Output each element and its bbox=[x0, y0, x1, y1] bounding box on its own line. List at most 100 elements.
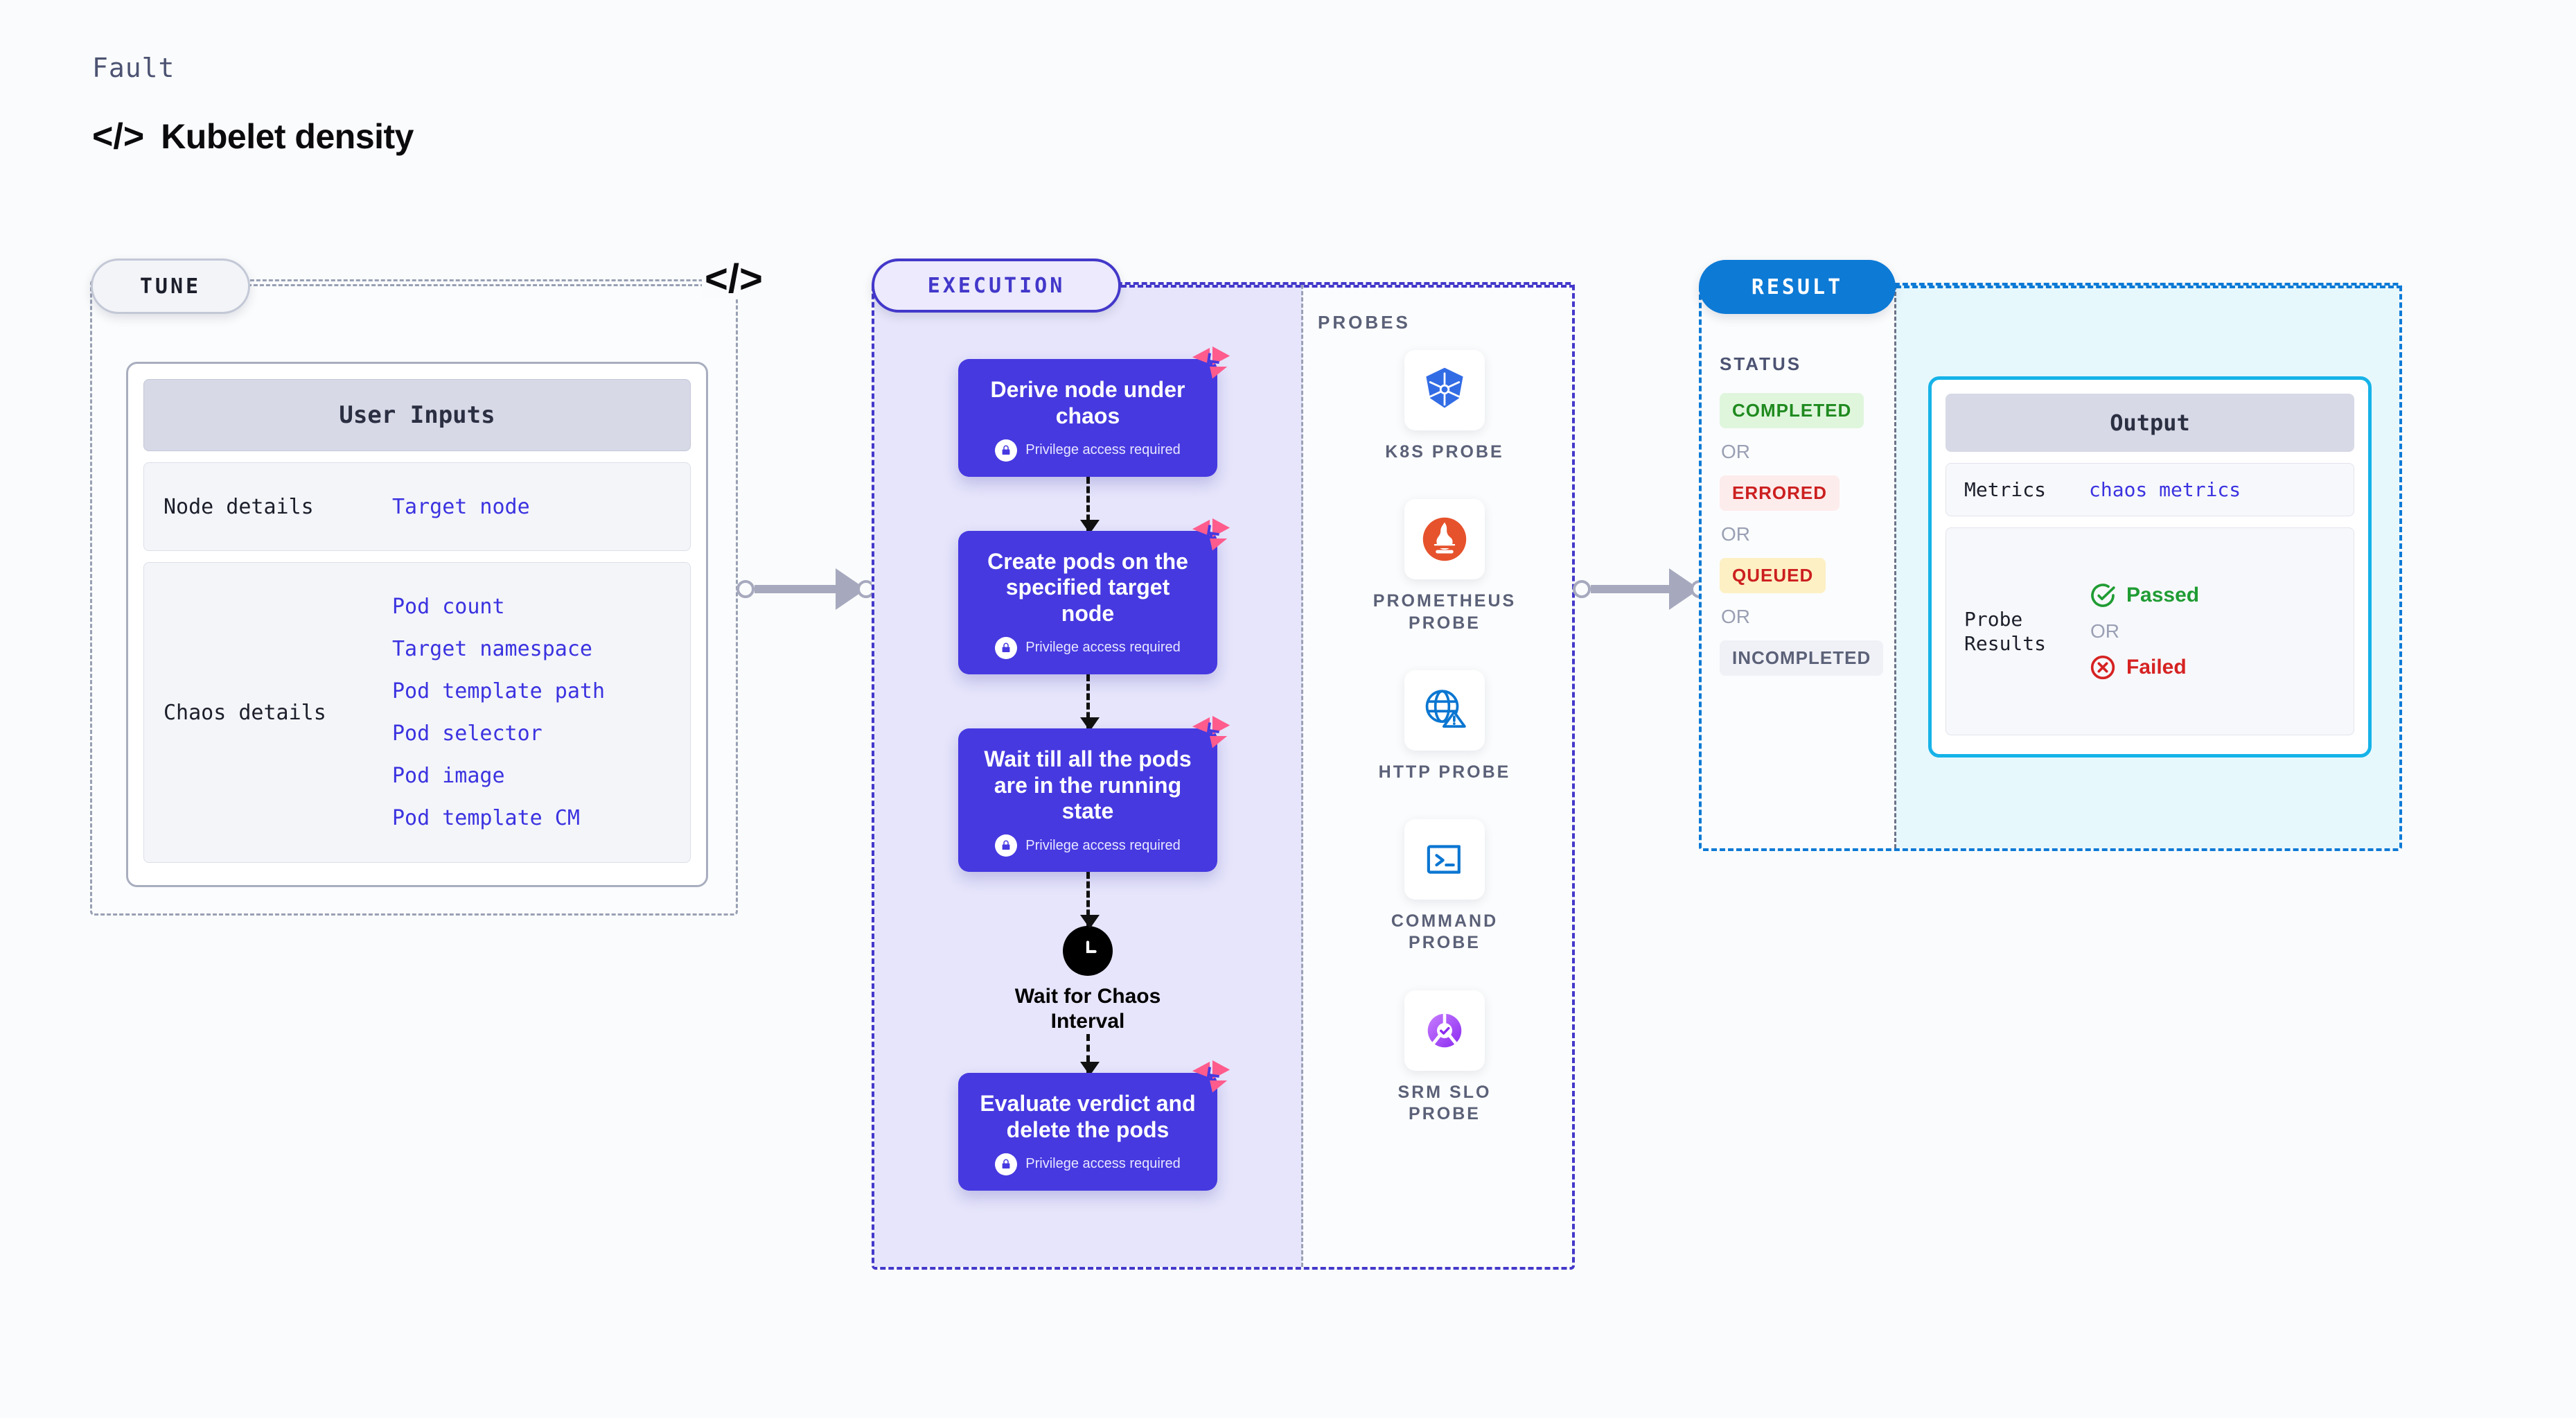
execution-step-flow: Derive node under chaos Privilege access… bbox=[949, 346, 1230, 1191]
terminal-icon bbox=[1404, 819, 1485, 900]
kubernetes-icon bbox=[1404, 350, 1485, 430]
metrics-label: Metrics bbox=[1964, 478, 2047, 501]
execution-top-dashed-line bbox=[1121, 285, 1575, 288]
output-header: Output bbox=[1946, 394, 2354, 452]
probes-section-title: PROBES bbox=[1318, 312, 1411, 333]
status-column: STATUS COMPLETED OR ERRORED OR QUEUED OR… bbox=[1720, 353, 1886, 676]
tune-code-icon: </> bbox=[702, 259, 766, 299]
probe-label: HTTP PROBE bbox=[1378, 762, 1511, 782]
chaos-details-values: Pod count Target namespace Pod template … bbox=[392, 595, 605, 830]
probe-results-values: Passed OR Failed bbox=[2089, 581, 2199, 681]
probe-item-http[interactable]: HTTP PROBE bbox=[1368, 669, 1521, 783]
probes-column-divider bbox=[1301, 285, 1303, 1267]
chaos-details-row: Chaos details Pod count Target namespace… bbox=[143, 562, 691, 863]
output-metrics-row: Metrics chaos metrics bbox=[1946, 463, 2354, 516]
step-card-derive-node[interactable]: Derive node under chaos Privilege access… bbox=[958, 346, 1230, 477]
harness-logo-icon bbox=[1192, 1060, 1230, 1093]
result-top-dashed-line bbox=[1896, 286, 2402, 288]
output-probe-results-row: Probe Results Passed OR Failed bbox=[1946, 527, 2354, 735]
status-badge-errored: ERRORED bbox=[1720, 475, 1840, 511]
connector-line bbox=[755, 585, 836, 593]
lock-icon bbox=[995, 636, 1018, 659]
clock-icon bbox=[1063, 926, 1113, 976]
page-title-row: </> Kubelet density bbox=[92, 116, 414, 157]
flow-arrow bbox=[1079, 476, 1100, 534]
result-column-divider bbox=[1894, 286, 1896, 848]
step-privilege-note: Privilege access required bbox=[978, 1153, 1198, 1175]
flow-arrow bbox=[1079, 1034, 1100, 1076]
input-pod-selector[interactable]: Pod selector bbox=[392, 721, 542, 746]
prometheus-icon bbox=[1404, 499, 1485, 580]
probes-list: K8S PROBE PROMETHEUS PROBE bbox=[1368, 350, 1521, 1125]
probe-item-prometheus[interactable]: PROMETHEUS PROBE bbox=[1368, 499, 1521, 634]
tune-top-dashed-line bbox=[247, 284, 705, 286]
input-target-node[interactable]: Target node bbox=[392, 494, 530, 519]
connector-execution-to-result bbox=[1573, 568, 1709, 610]
step-title: Derive node under chaos bbox=[990, 377, 1185, 428]
status-badge-queued: QUEUED bbox=[1720, 558, 1826, 593]
metrics-value[interactable]: chaos metrics bbox=[2089, 478, 2241, 501]
privilege-label: Privilege access required bbox=[1025, 640, 1181, 656]
execution-pill-label: EXECUTION bbox=[872, 259, 1121, 313]
step-card-create-pods[interactable]: Create pods on the specified target node… bbox=[958, 518, 1230, 674]
step-title: Create pods on the specified target node bbox=[987, 548, 1188, 627]
connector-start-dot bbox=[736, 580, 755, 598]
verdict-passed: Passed bbox=[2089, 581, 2199, 609]
passed-label: Passed bbox=[2126, 584, 2200, 606]
step-card-wait-pods-running[interactable]: Wait till all the pods are in the runnin… bbox=[958, 715, 1230, 872]
privilege-label: Privilege access required bbox=[1025, 1156, 1181, 1171]
connector-line bbox=[1591, 585, 1669, 593]
or-separator: OR bbox=[1721, 606, 1750, 627]
connector-start-dot bbox=[1573, 580, 1591, 598]
privilege-label: Privilege access required bbox=[1025, 442, 1181, 457]
probe-label: SRM SLO PROBE bbox=[1397, 1082, 1492, 1123]
harness-logo-icon bbox=[1192, 715, 1230, 749]
output-card: Output Metrics chaos metrics Probe Resul… bbox=[1928, 376, 2372, 758]
wait-for-chaos-interval-node: Wait for Chaos Interval bbox=[998, 926, 1178, 1034]
user-inputs-card: User Inputs Node details Target node Cha… bbox=[126, 362, 708, 887]
status-title: STATUS bbox=[1720, 353, 1802, 374]
failed-label: Failed bbox=[2126, 656, 2187, 679]
step-privilege-note: Privilege access required bbox=[978, 834, 1198, 857]
check-circle-icon bbox=[2091, 584, 2115, 607]
page-title: Kubelet density bbox=[161, 117, 414, 156]
result-pill-label: RESULT bbox=[1699, 260, 1896, 314]
input-pod-count[interactable]: Pod count bbox=[392, 595, 505, 619]
node-details-label: Node details bbox=[164, 494, 314, 519]
lock-icon bbox=[995, 834, 1018, 857]
connector-tune-to-execution bbox=[736, 568, 875, 610]
step-title: Wait till all the pods are in the runnin… bbox=[984, 746, 1192, 824]
probe-results-label: Probe Results bbox=[1964, 608, 2047, 655]
globe-warning-icon bbox=[1404, 669, 1485, 751]
probe-item-k8s[interactable]: K8S PROBE bbox=[1368, 350, 1521, 463]
or-separator: OR bbox=[2090, 620, 2119, 642]
probe-item-srm-slo[interactable]: SRM SLO PROBE bbox=[1368, 990, 1521, 1126]
probe-item-command[interactable]: COMMAND PROBE bbox=[1368, 819, 1521, 954]
lock-icon bbox=[995, 439, 1018, 462]
input-target-namespace[interactable]: Target namespace bbox=[392, 637, 592, 661]
wait-node-label: Wait for Chaos Interval bbox=[1014, 985, 1161, 1033]
step-title: Evaluate verdict and delete the pods bbox=[980, 1091, 1196, 1142]
chaos-details-label: Chaos details bbox=[164, 700, 326, 725]
input-pod-template-cm[interactable]: Pod template CM bbox=[392, 806, 580, 830]
status-badge-completed: COMPLETED bbox=[1720, 393, 1864, 428]
node-details-values: Target node bbox=[392, 495, 530, 519]
node-details-row: Node details Target node bbox=[143, 462, 691, 551]
probe-label: K8S PROBE bbox=[1385, 442, 1504, 462]
code-icon: </> bbox=[92, 116, 145, 157]
user-inputs-header: User Inputs bbox=[143, 379, 691, 451]
verdict-failed: Failed bbox=[2089, 654, 2199, 681]
input-pod-image[interactable]: Pod image bbox=[392, 764, 505, 788]
status-badge-incompleted: INCOMPLETED bbox=[1720, 640, 1884, 676]
harness-logo-icon bbox=[1192, 346, 1230, 379]
or-separator: OR bbox=[1721, 523, 1750, 545]
flow-arrow bbox=[1079, 674, 1100, 731]
probe-label: PROMETHEUS PROBE bbox=[1373, 591, 1517, 633]
or-separator: OR bbox=[1721, 441, 1750, 462]
input-pod-template-path[interactable]: Pod template path bbox=[392, 679, 606, 703]
step-privilege-note: Privilege access required bbox=[978, 439, 1198, 462]
privilege-label: Privilege access required bbox=[1025, 837, 1181, 853]
flow-arrow bbox=[1079, 872, 1100, 929]
step-card-evaluate-verdict[interactable]: Evaluate verdict and delete the pods Pri… bbox=[958, 1060, 1230, 1191]
